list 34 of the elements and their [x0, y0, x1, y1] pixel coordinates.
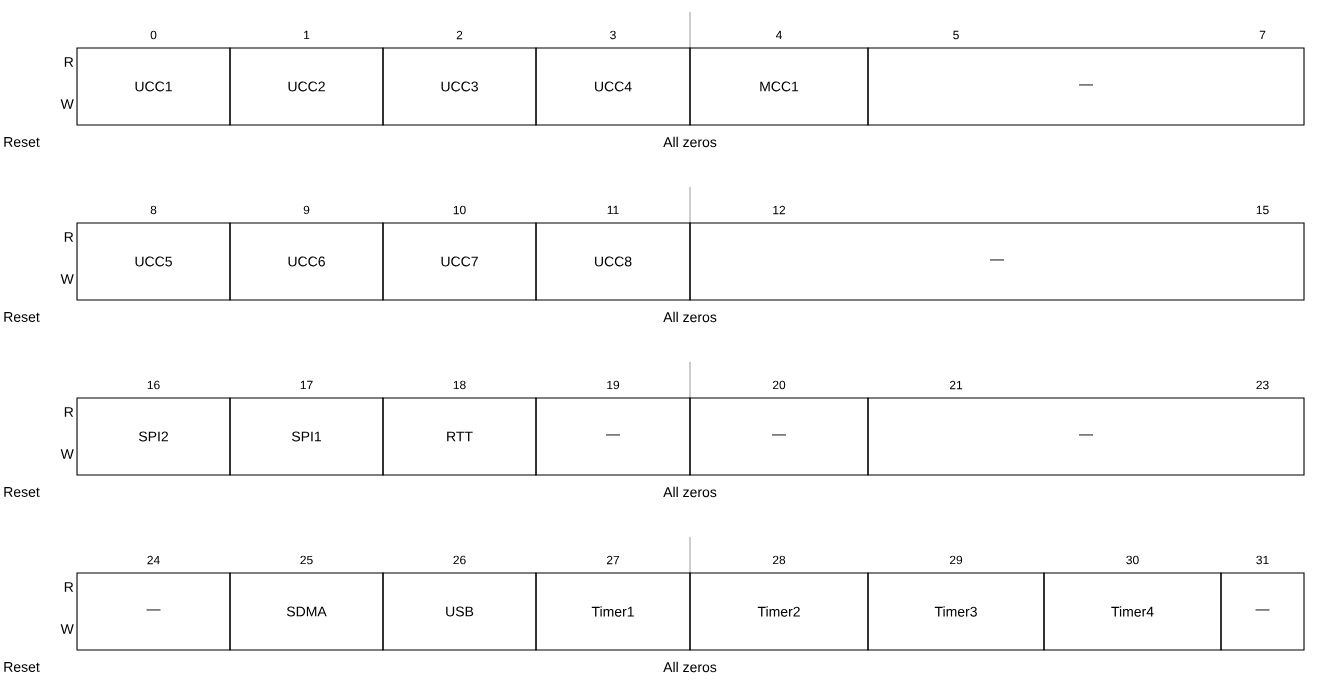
register-field: Timer4 [1043, 572, 1222, 651]
reset-label: Reset [4, 487, 40, 497]
register-field: — [867, 397, 1305, 476]
register-field: Timer2 [689, 572, 869, 651]
reset-label: Reset [4, 137, 40, 147]
register-field: USB [382, 572, 537, 651]
register-field: — [689, 397, 869, 476]
register-field: UCC6 [229, 222, 384, 301]
reset-label: Reset [4, 312, 40, 322]
register-field: SPI1 [229, 397, 384, 476]
register-field: UCC1 [76, 47, 231, 126]
register-field: MCC1 [689, 47, 869, 126]
register-field: UCC4 [535, 47, 691, 126]
register-field: UCC5 [76, 222, 231, 301]
register-field: UCC8 [535, 222, 691, 301]
register-field: UCC7 [382, 222, 537, 301]
reset-label: Reset [4, 662, 40, 672]
bit-number: 31 [1256, 555, 1269, 565]
reset-value: All zeros [663, 486, 717, 498]
reset-value: All zeros [663, 661, 717, 673]
register-field: — [689, 222, 1305, 301]
reset-value: All zeros [663, 311, 717, 323]
reset-value: All zeros [663, 136, 717, 148]
register-field: UCC3 [382, 47, 537, 126]
register-field: Timer1 [535, 572, 691, 651]
register-field: RTT [382, 397, 537, 476]
register-field: SDMA [229, 572, 384, 651]
register-field: — [867, 47, 1305, 126]
register-field: Timer3 [867, 572, 1045, 651]
register-field: — [1220, 572, 1305, 651]
register-field: UCC2 [229, 47, 384, 126]
register-field: SPI2 [76, 397, 231, 476]
register-field: — [535, 397, 691, 476]
register-field: — [76, 572, 231, 651]
